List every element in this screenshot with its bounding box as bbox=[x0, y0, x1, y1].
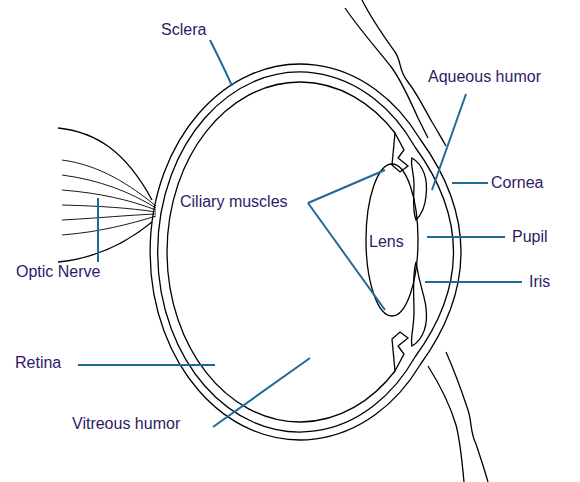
cornea-outline bbox=[420, 139, 461, 365]
sclera-inner-outline bbox=[158, 72, 415, 432]
lower-eyelid bbox=[446, 352, 488, 482]
leader-line bbox=[452, 182, 488, 184]
ciliary-body-bottom bbox=[392, 332, 408, 371]
leader-line bbox=[97, 198, 99, 262]
retina-outline bbox=[167, 82, 395, 422]
part-label: Optic Nerve bbox=[16, 263, 100, 281]
leader-line bbox=[78, 364, 215, 366]
part-label: Retina bbox=[15, 354, 61, 372]
part-label: Vitreous humor bbox=[72, 415, 180, 433]
leader-line bbox=[425, 281, 522, 283]
part-label: Ciliary muscles bbox=[180, 193, 288, 211]
part-label: Pupil bbox=[512, 228, 548, 246]
part-label: Sclera bbox=[161, 21, 206, 39]
part-label: Aqueous humor bbox=[428, 68, 541, 86]
leader-line bbox=[210, 40, 232, 86]
part-label: Iris bbox=[529, 273, 550, 291]
lower-eyelid-inner bbox=[428, 366, 464, 482]
sclera-outline bbox=[150, 64, 420, 440]
optic-nerve-bottom bbox=[58, 222, 152, 262]
part-label: Lens bbox=[369, 233, 404, 251]
leader-line bbox=[308, 170, 385, 203]
part-label: Cornea bbox=[491, 174, 543, 192]
optic-nerve-fibers bbox=[62, 160, 156, 235]
iris-bottom bbox=[411, 262, 426, 346]
optic-nerve-top bbox=[58, 128, 152, 200]
cornea-inner-outline bbox=[415, 147, 454, 357]
leader-line bbox=[432, 94, 466, 190]
iris-top bbox=[411, 158, 426, 220]
upper-eyelid-inner bbox=[345, 8, 428, 138]
leader-line bbox=[213, 358, 310, 427]
ciliary-body-top bbox=[392, 133, 408, 172]
leader-line bbox=[308, 203, 385, 310]
leader-line bbox=[427, 236, 505, 238]
